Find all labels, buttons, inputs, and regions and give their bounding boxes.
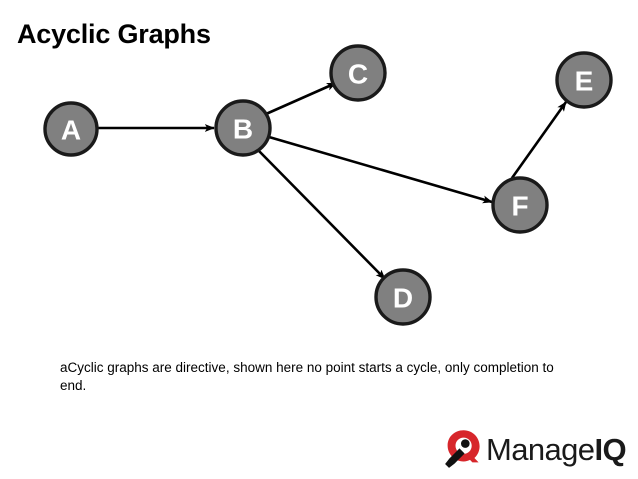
graph-node-b[interactable]: B xyxy=(214,99,272,157)
graph-node-a[interactable]: A xyxy=(43,101,99,157)
graph-node-a-label: A xyxy=(61,115,81,146)
page-title: Acyclic Graphs xyxy=(17,19,211,49)
edge-b-to-f xyxy=(268,135,493,204)
graph-node-f[interactable]: F xyxy=(491,176,549,234)
graph-node-e[interactable]: E xyxy=(555,51,613,109)
manageiq-wordmark-light: Manage xyxy=(486,432,595,467)
graph-node-f-label: F xyxy=(511,191,528,222)
graph-edges xyxy=(97,81,568,280)
edge-b-to-d xyxy=(258,150,386,280)
manageiq-wordmark-bold: IQ xyxy=(594,432,627,467)
graph-node-b-label: B xyxy=(233,114,253,145)
caption-text: aCyclic graphs are directive, shown here… xyxy=(60,360,554,393)
graph-node-c[interactable]: C xyxy=(329,44,387,102)
edge-b-to-c xyxy=(265,81,337,116)
edge-f-to-e xyxy=(510,101,568,179)
graph-nodes: A B C D E F xyxy=(43,44,613,326)
manageiq-logo: ManageIQ xyxy=(441,426,629,474)
graph-node-e-label: E xyxy=(575,66,594,97)
manageiq-wordmark: ManageIQ xyxy=(486,430,627,470)
graph-node-c-label: C xyxy=(348,59,368,90)
graph-node-d-label: D xyxy=(393,283,413,314)
manageiq-mark-icon xyxy=(445,430,480,468)
graph-node-d[interactable]: D xyxy=(374,268,432,326)
